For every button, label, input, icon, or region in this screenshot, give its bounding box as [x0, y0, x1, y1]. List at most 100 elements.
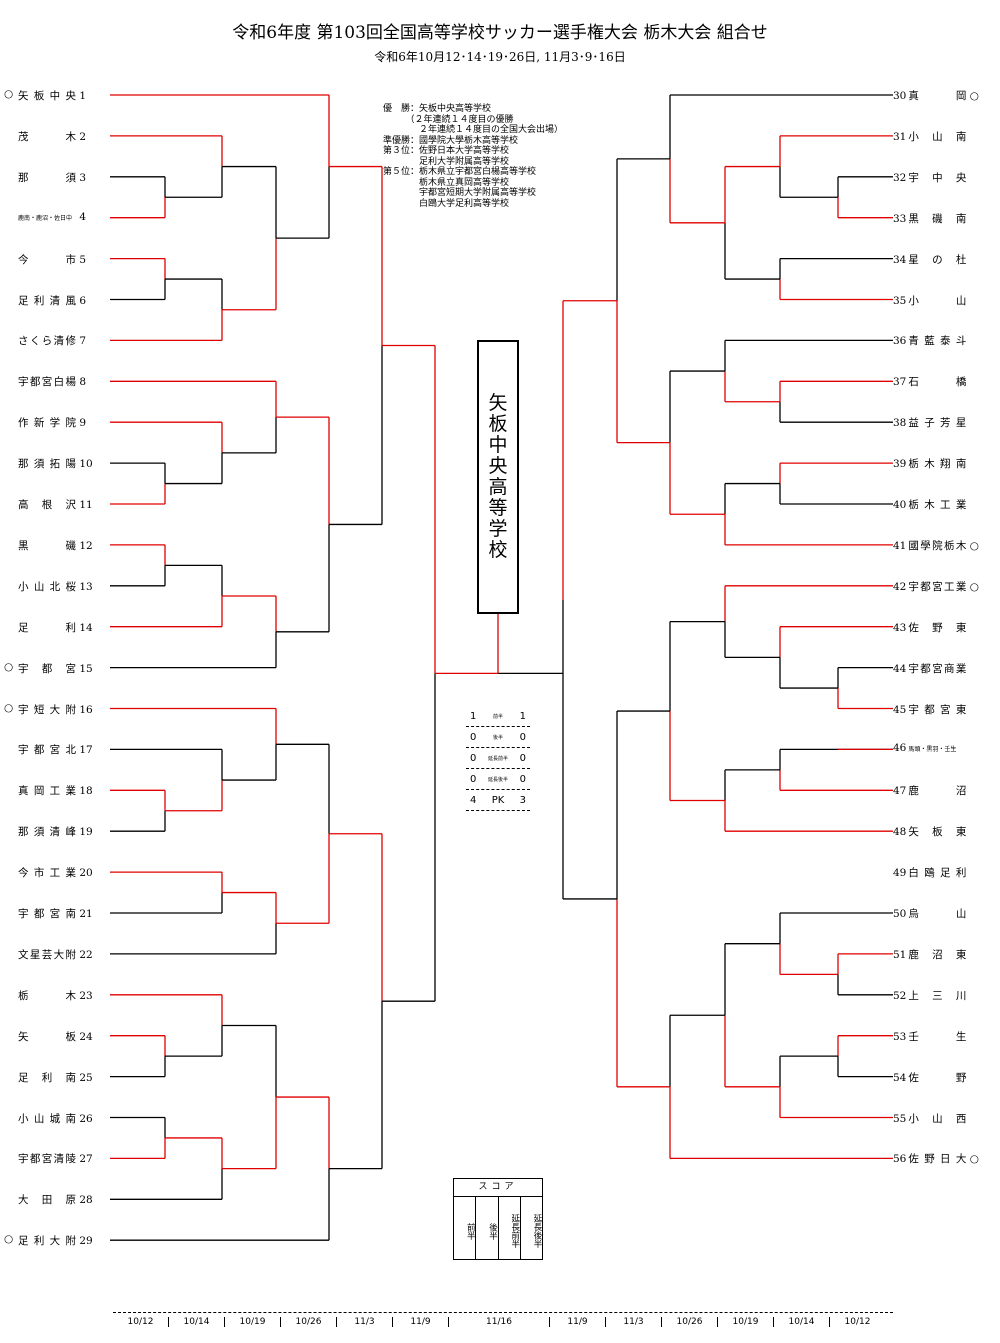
date-label: 10/14 [774, 1317, 830, 1327]
legend-col: 後半 [476, 1197, 499, 1259]
team-number: 33 [893, 212, 907, 225]
team-number: 11 [76, 499, 93, 511]
result-line: 足利大学附属高等学校 [383, 156, 510, 167]
champion-char: 等 [488, 497, 508, 519]
final-right: 0 [519, 731, 526, 743]
final-period: 後半 [492, 734, 503, 741]
team-number: 17 [76, 744, 93, 757]
result-line: 準優勝：國學院大學栃木高等学校 [383, 135, 519, 146]
team-name: 鹿沼東 [908, 948, 967, 961]
seed-mark: ○ [4, 1233, 14, 1246]
date-label: 10/19 [225, 1317, 281, 1327]
team-name: 黒磯南 [908, 212, 967, 225]
team-name: 宇都宮南 [18, 908, 76, 920]
result-line: 宇都宮短期大学附属高等学校 [383, 188, 537, 198]
result-line: 第５位：栃木県立宇都宮白楊高等学校 [383, 167, 537, 177]
team-number: 7 [76, 335, 87, 348]
team-name: 高根沢 [18, 499, 76, 511]
team-number: 15 [76, 662, 93, 675]
date-label: 11/9 [550, 1317, 606, 1327]
final-row: 0 後半 0 [466, 727, 530, 748]
results-summary: 優 勝：矢板中央高等学校 （２年連続１４度目の優勝 ２年連続１４度目の全国大会出… [383, 104, 563, 209]
team-name: 佐野東 [908, 621, 967, 634]
legend-col: 前半 [454, 1197, 477, 1259]
final-left: 4 [470, 794, 477, 806]
team-name: 大田原 [18, 1194, 76, 1207]
seed-mark: ○ [966, 580, 979, 593]
team-row: 小山北桜 13 [18, 579, 110, 594]
date-label: 11/9 [393, 1317, 449, 1327]
team-row: 宇都宮南 21 [18, 906, 110, 921]
team-row: 高根沢 11 [18, 497, 110, 512]
final-right: 3 [519, 794, 526, 806]
team-number: 38 [893, 417, 907, 430]
seed-mark: ○ [966, 539, 979, 552]
final-period: 前半 [492, 713, 503, 720]
team-number: 46 [893, 742, 907, 755]
team-number: 23 [76, 989, 93, 1002]
team-number: 54 [893, 1071, 907, 1084]
team-row: 足利南 25 [18, 1070, 110, 1085]
team-name: 黒磯 [18, 539, 76, 552]
team-number: 41 [893, 539, 907, 552]
champion-char: 央 [488, 455, 508, 477]
final-period: PK [491, 794, 505, 806]
team-name: 宇都宮工業 [908, 580, 967, 593]
team-number: 56 [893, 1153, 907, 1166]
seed-mark: ○ [4, 88, 14, 100]
final-period: 延長後半 [487, 776, 508, 783]
team-name: 矢板 [18, 1030, 76, 1043]
team-name: 白鴎足利 [908, 867, 967, 880]
team-name: 足利 [18, 621, 76, 634]
team-row: 今市工業 20 [18, 865, 110, 880]
team-number: 32 [893, 171, 907, 184]
team-name: 宇都宮清陵 [18, 1153, 76, 1166]
team-name: 星の杜 [908, 253, 967, 266]
team-name: 宇中央 [908, 171, 967, 184]
team-name: 栃木 [18, 989, 76, 1002]
final-left: 0 [470, 731, 477, 743]
team-name: 烏山 [908, 908, 967, 920]
result-line: 第３位：佐野日本大学高等学校 [383, 146, 510, 156]
team-row: 今市 5 [18, 252, 110, 267]
date-label: 10/26 [281, 1317, 337, 1327]
final-right: 1 [519, 710, 526, 722]
team-row: 矢板 24 [18, 1029, 110, 1044]
team-number: 48 [893, 826, 907, 839]
result-line: （２年連続１４度目の優勝 [383, 114, 514, 125]
team-row: さくら清修 7 [18, 333, 110, 348]
team-name: 鹿沼 [908, 785, 967, 798]
team-name: 作新学院 [18, 417, 76, 430]
team-row: 那須 3 [18, 170, 110, 185]
team-row: 鹿南・鹿沼・佐日中 4 [18, 211, 110, 223]
team-number: 35 [893, 294, 907, 307]
champion-char: 板 [488, 413, 508, 435]
final-left: 0 [470, 752, 477, 764]
team-name: 足利南 [18, 1071, 76, 1084]
team-number: 14 [76, 621, 93, 634]
seed-mark: ○ [966, 1153, 979, 1166]
team-name: 鹿南・鹿沼・佐日中 [18, 214, 73, 222]
team-name: 矢板中央 [18, 90, 76, 102]
team-number: 52 [893, 989, 907, 1002]
team-name: 真岡 [908, 90, 967, 102]
team-row: 那須清峰 19 [18, 824, 110, 839]
team-name: 那須清峰 [18, 826, 76, 839]
team-name: 益子芳星 [908, 417, 967, 430]
team-number: 4 [76, 210, 87, 223]
team-number: 8 [76, 376, 87, 389]
team-name: 石橋 [908, 376, 967, 389]
